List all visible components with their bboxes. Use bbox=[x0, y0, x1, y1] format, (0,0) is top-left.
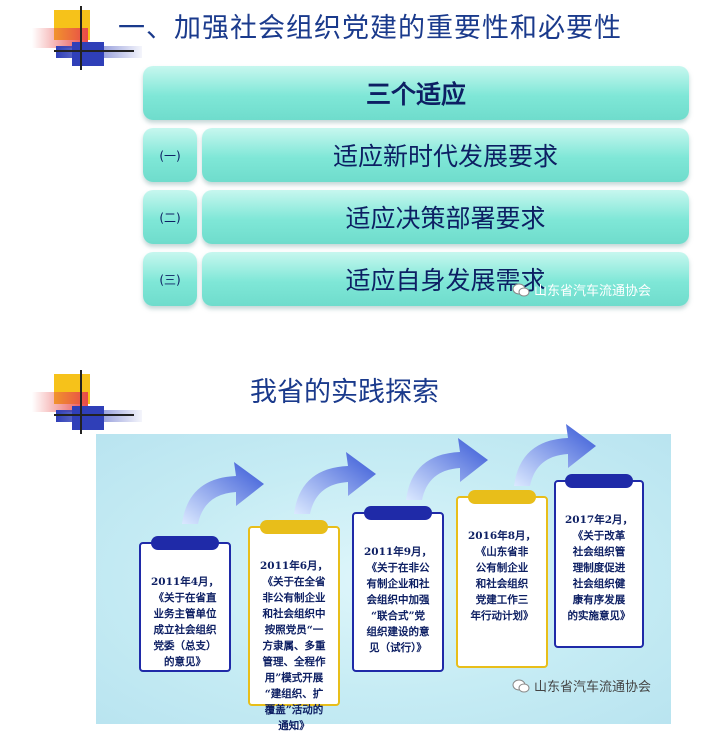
watermark-top: 山东省汽车流通协会 bbox=[512, 280, 651, 299]
corner-logo-icon bbox=[32, 6, 142, 76]
timeline-card-text: 2017年2月， 《关于改革 社会组织管 理制度促进 社会组织健 康有序发展 的… bbox=[564, 514, 634, 622]
timeline-card-4: 2016年8月， 《山东省非 公有制企业 和社会组织 党建工作三 年行动计划》 bbox=[456, 490, 548, 668]
timeline-card-text: 2016年8月， 《山东省非 公有制企业 和社会组织 党建工作三 年行动计划》 bbox=[467, 530, 537, 622]
page-title: 一、加强社会组织党建的重要性和必要性 bbox=[118, 13, 622, 44]
watermark-bottom: 山东省汽车流通协会 bbox=[512, 676, 651, 695]
adaptation-number-3: (三) bbox=[143, 252, 197, 306]
corner-logo-icon bbox=[32, 370, 142, 440]
curved-arrow-icon bbox=[406, 438, 488, 500]
adaptation-item-3: 适应自身发展需求 bbox=[202, 252, 689, 306]
timeline-card-1: 2011年4月， 《关于在省直 业务主管单位 成立社会组织 党委（总支） 的意见… bbox=[139, 536, 231, 672]
adaptation-number-2: (二) bbox=[143, 190, 197, 244]
watermark-text: 山东省汽车流通协会 bbox=[534, 680, 652, 695]
adaptation-item-1: 适应新时代发展要求 bbox=[202, 128, 689, 182]
timeline-card-5: 2017年2月， 《关于改革 社会组织管 理制度促进 社会组织健 康有序发展 的… bbox=[554, 474, 644, 648]
adaptation-item-2: 适应决策部署要求 bbox=[202, 190, 689, 244]
timeline-card-2: 2011年6月， 《关于在全省 非公有制企业 和社会组织中 按照党员“一 方隶属… bbox=[248, 520, 340, 732]
wechat-icon bbox=[512, 283, 530, 296]
watermark-text: 山东省汽车流通协会 bbox=[534, 284, 652, 299]
curved-arrow-icon bbox=[182, 462, 264, 524]
adaptations-heading: 三个适应 bbox=[143, 66, 689, 120]
adaptation-number-1: (一) bbox=[143, 128, 197, 182]
timeline-card-text: 2011年9月， 《关于在非公 有制企业和社 会组织中加强 “联合式”党 组织建… bbox=[363, 546, 433, 654]
timeline-card-3: 2011年9月， 《关于在非公 有制企业和社 会组织中加强 “联合式”党 组织建… bbox=[352, 506, 444, 672]
timeline-card-text: 2011年6月， 《关于在全省 非公有制企业 和社会组织中 按照党员“一 方隶属… bbox=[259, 560, 329, 732]
practice-title: 我省的实践探索 bbox=[250, 377, 439, 408]
curved-arrow-icon bbox=[514, 424, 596, 486]
wechat-icon bbox=[512, 679, 530, 692]
curved-arrow-icon bbox=[294, 452, 376, 514]
timeline-card-text: 2011年4月， 《关于在省直 业务主管单位 成立社会组织 党委（总支） 的意见… bbox=[150, 576, 220, 668]
